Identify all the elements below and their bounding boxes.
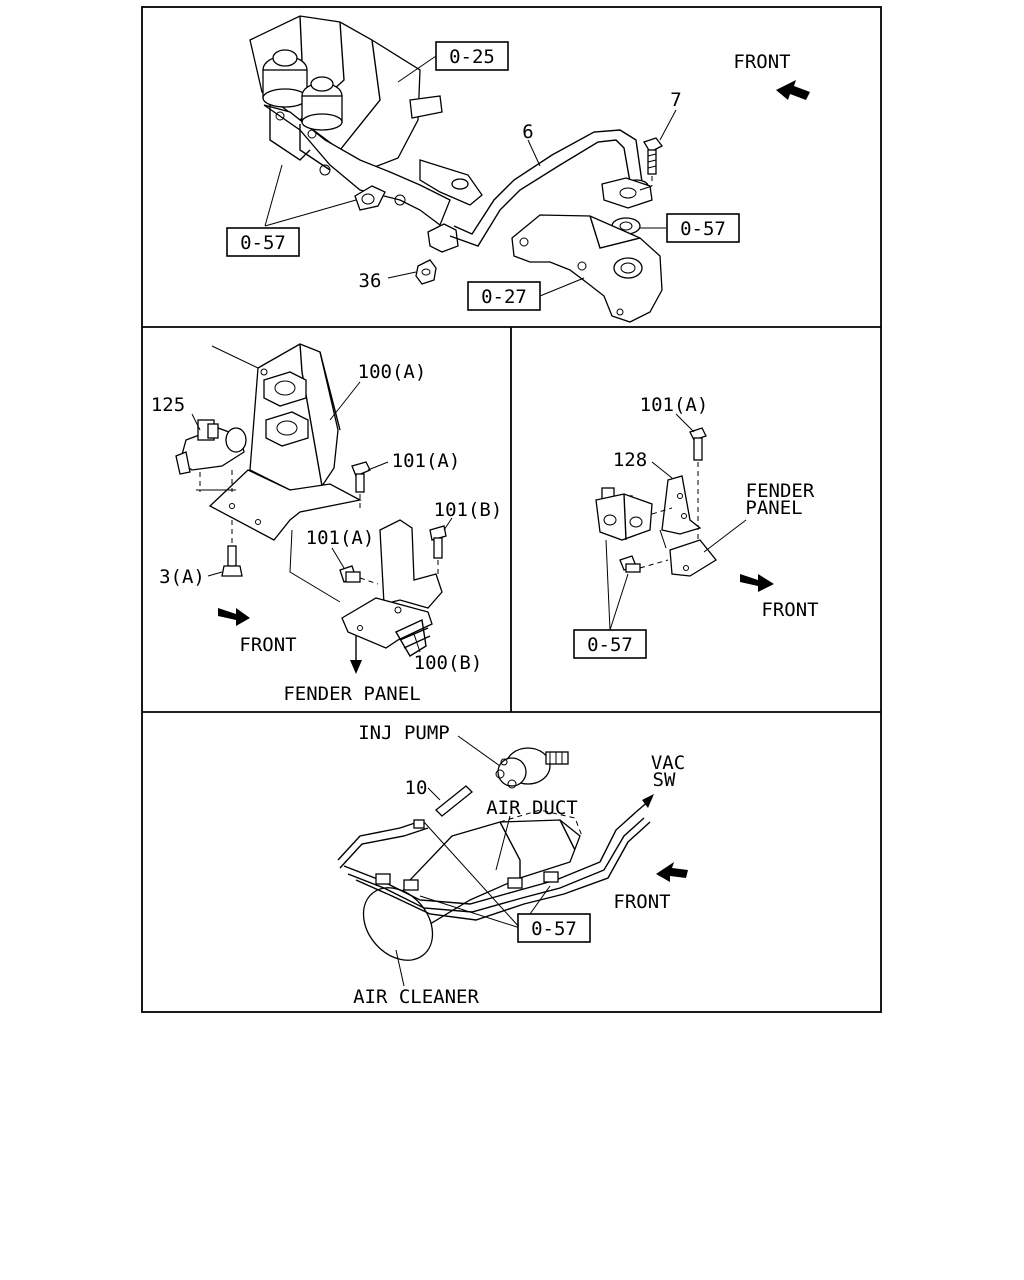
callout-0-25 (435, 41, 509, 71)
front-arrow-mid-left-icon (218, 608, 250, 626)
callout-0-57-left (226, 227, 300, 257)
vsv-valves-illustration (595, 487, 673, 541)
part-number-6: 6 (522, 121, 533, 143)
front-arrow-icon (776, 80, 810, 100)
label-101a-right: 101(A) (640, 394, 709, 416)
bolt-101a-2 (339, 565, 379, 585)
label-101b: 101(B) (434, 499, 503, 521)
panel-mid-left: 100(A) 125 101(A) 101(B) 101(A) 3(A) 100… (151, 343, 503, 705)
front-arrow-bottom-icon (656, 862, 688, 882)
label-128: 128 (613, 449, 647, 471)
front-label-mid-left: FRONT (239, 634, 296, 656)
front-arrow-mid-right-icon (740, 574, 774, 592)
front-label-bottom: FRONT (613, 891, 670, 913)
bolt-bottom-right (619, 555, 669, 573)
air-cleaner-label: AIR CLEANER (353, 986, 479, 1008)
front-label-mid-right: FRONT (761, 599, 818, 621)
callout-0-57-right (666, 213, 740, 243)
bolt-101b (429, 525, 447, 578)
vacuum-lines-illustration (337, 794, 654, 921)
callout-0-57-left-text: 0-57 (240, 232, 286, 254)
intake-manifold-illustration (249, 15, 483, 253)
fender-label-line1: FENDER (746, 480, 815, 502)
panel-mid-right: 101(A) 128 FENDER PANEL FRONT 0-57 (573, 394, 819, 659)
callout-0-57-bottom-text: 0-57 (531, 918, 577, 940)
exhaust-manifold-illustration (511, 214, 663, 323)
bracket-128-illustration (659, 475, 717, 577)
vac-label-line2: SW (653, 769, 676, 791)
fender-label-line2: PANEL (745, 497, 802, 519)
bracket-100b-illustration (289, 519, 443, 674)
panel-top: 0-25 0-57 0-57 0-27 6 7 36 FRONT (226, 15, 810, 323)
callout-0-57-right-text: 0-57 (680, 218, 726, 240)
callout-0-27-text: 0-27 (481, 286, 527, 308)
label-100b: 100(B) (414, 652, 483, 674)
callout-0-57-bottom (517, 913, 591, 943)
air-duct-illustration (362, 809, 583, 961)
nut-36 (415, 259, 437, 285)
callout-0-57-mid-right-text: 0-57 (587, 634, 633, 656)
part-number-7: 7 (670, 89, 681, 111)
part-number-36: 36 (359, 270, 382, 292)
label-3a: 3(A) (159, 566, 205, 588)
inj-pump-label: INJ PUMP (358, 722, 450, 744)
bracket-100a-illustration (208, 343, 362, 541)
callout-0-27 (467, 281, 541, 311)
callout-0-57-mid-right (573, 629, 647, 659)
inj-pump-actuator-illustration (495, 747, 569, 789)
fender-panel-label-mid-left: FENDER PANEL (283, 683, 420, 705)
vac-label-line1: VAC (651, 752, 685, 774)
callout-0-25-text: 0-25 (449, 46, 495, 68)
bolt-101a-1 (351, 461, 371, 510)
air-duct-label: AIR DUCT (486, 797, 578, 819)
front-label-top: FRONT (733, 51, 790, 73)
bolt-7 (639, 137, 663, 191)
vacuum-valve-125 (175, 419, 247, 492)
hose-10 (435, 785, 473, 817)
panel-bottom: INJ PUMP 10 AIR DUCT VAC SW FRONT 0-57 A… (337, 722, 688, 1008)
label-125: 125 (151, 394, 185, 416)
label-101a-1: 101(A) (392, 450, 461, 472)
label-10: 10 (405, 777, 428, 799)
label-101a-2: 101(A) (306, 527, 375, 549)
bolt-3a (221, 520, 243, 577)
diagram-outer-frame (141, 6, 882, 1013)
egr-pipe (449, 129, 653, 247)
label-100a: 100(A) (358, 361, 427, 383)
